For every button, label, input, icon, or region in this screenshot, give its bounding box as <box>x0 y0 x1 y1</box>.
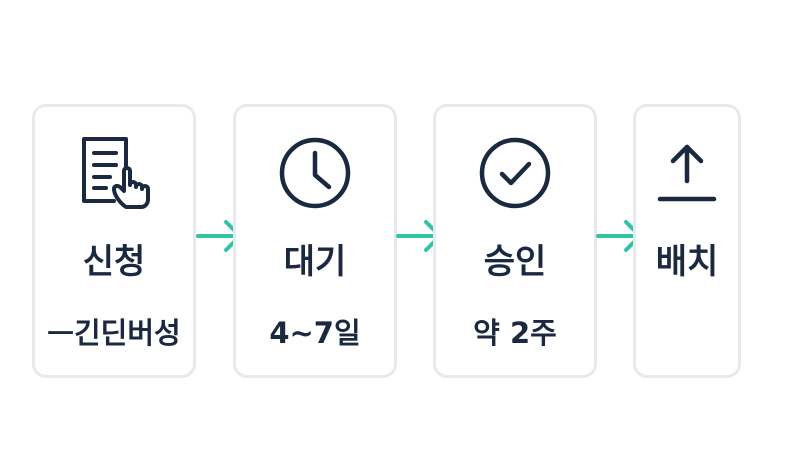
step-title: 승인 <box>483 242 547 282</box>
clock-icon <box>279 137 351 209</box>
document-pointer-icon <box>82 137 150 209</box>
step-title: 신청 <box>82 242 146 282</box>
upload-icon <box>657 144 717 202</box>
step-card-wait: 대기 4~7일 <box>233 104 397 378</box>
step-title: 대기 <box>283 242 347 282</box>
step-card-deploy: 배치 <box>633 104 741 378</box>
check-circle-icon <box>479 137 551 209</box>
step-subtitle: 4~7일 <box>269 316 361 350</box>
step-card-approve: 승인 약 2주 <box>433 104 597 378</box>
step-title: 배치 <box>655 242 719 282</box>
step-card-apply: 신청 ᅳ긴딘버성 <box>32 104 196 378</box>
step-subtitle: ᅳ긴딘버성 <box>47 316 181 350</box>
step-subtitle: 약 2주 <box>473 316 557 350</box>
